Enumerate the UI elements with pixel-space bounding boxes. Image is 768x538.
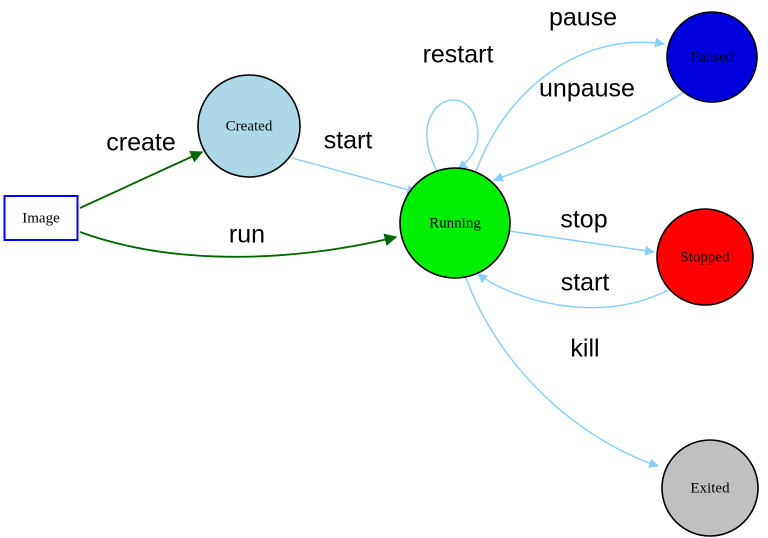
edges-layer xyxy=(79,37,685,468)
edge-create[interactable] xyxy=(79,151,204,209)
node-exited[interactable]: Exited xyxy=(661,439,759,537)
node-shape-paused xyxy=(666,11,758,103)
edge-label-start2: start xyxy=(561,269,610,297)
edge-pause[interactable] xyxy=(475,37,665,172)
edge-kill[interactable] xyxy=(465,277,659,468)
edge-run[interactable] xyxy=(79,231,398,258)
edge-label-restart: restart xyxy=(423,41,494,69)
node-shape-created xyxy=(197,74,301,178)
node-paused[interactable]: Paused xyxy=(666,11,758,103)
edge-label-unpause: unpause xyxy=(539,75,635,103)
node-label-stopped: Stopped xyxy=(680,249,730,265)
node-created[interactable]: Created xyxy=(197,74,301,178)
node-shape-image xyxy=(3,195,79,241)
node-shape-stopped xyxy=(656,208,754,306)
edge-label-create: create xyxy=(106,129,175,157)
node-label-running: Running xyxy=(429,215,481,231)
node-image[interactable]: Image xyxy=(3,195,79,241)
node-label-paused: Paused xyxy=(691,49,734,65)
edge-label-stop: stop xyxy=(560,206,607,234)
edge-label-kill: kill xyxy=(570,335,599,363)
edge-unpause[interactable] xyxy=(493,91,685,182)
edge-start1[interactable] xyxy=(291,157,417,195)
node-running[interactable]: Running xyxy=(399,167,511,279)
node-stopped[interactable]: Stopped xyxy=(656,208,754,306)
node-shape-exited xyxy=(661,439,759,537)
node-label-image: Image xyxy=(22,210,60,226)
edge-start2[interactable] xyxy=(477,273,669,309)
node-shape-running xyxy=(399,167,511,279)
edge-label-start1: start xyxy=(324,127,373,155)
node-label-created: Created xyxy=(226,118,273,134)
edge-restart[interactable] xyxy=(426,99,479,172)
edge-labels-layer: create run start restart pause unpause stop sta… xyxy=(106,4,635,363)
edge-label-run: run xyxy=(229,221,265,249)
edge-label-pause: pause xyxy=(549,4,617,32)
edge-stop[interactable] xyxy=(508,230,655,256)
node-label-exited: Exited xyxy=(690,480,730,496)
